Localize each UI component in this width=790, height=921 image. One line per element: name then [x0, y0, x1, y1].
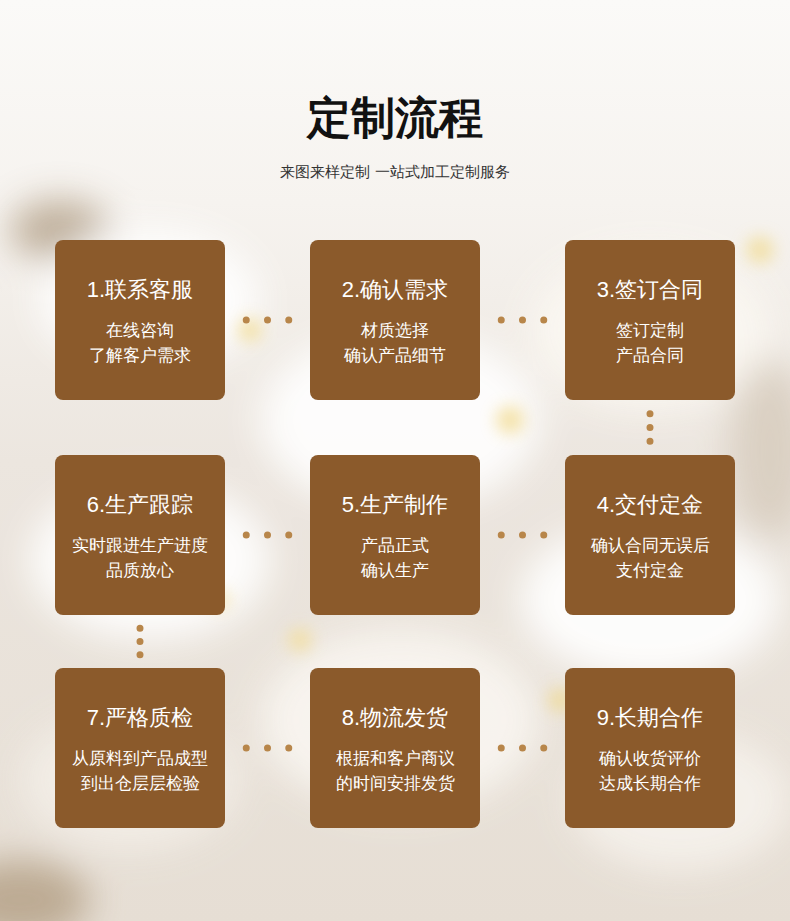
- step-description: 确认合同无误后 支付定金: [573, 533, 727, 583]
- step-description: 确认收货评价 达成长期合作: [573, 746, 727, 796]
- step-description: 从原料到产品成型 到出仓层层检验: [63, 746, 217, 796]
- step-description: 在线咨询 了解客户需求: [63, 318, 217, 368]
- dotted-connector: [480, 745, 565, 752]
- step-heading: 2.确认需求: [318, 276, 472, 304]
- step-description: 实时跟进生产进度 品质放心: [63, 533, 217, 583]
- process-box: 2.确认需求材质选择 确认产品细节: [310, 240, 480, 400]
- dotted-connector: [137, 615, 144, 668]
- subtitle-label: 来图来样定制 一站式加工定制服务: [0, 160, 790, 184]
- step-heading: 9.长期合作: [573, 704, 727, 732]
- step-heading: 4.交付定金: [573, 491, 727, 519]
- step-description: 材质选择 确认产品细节: [318, 318, 472, 368]
- dotted-connector: [225, 532, 310, 539]
- step-heading: 5.生产制作: [318, 491, 472, 519]
- dotted-connector: [480, 532, 565, 539]
- step-heading: 1.联系客服: [63, 276, 217, 304]
- process-box: 8.物流发货根据和客户商议 的时间安排发货: [310, 668, 480, 828]
- process-box: 1.联系客服在线咨询 了解客户需求: [55, 240, 225, 400]
- process-box: 4.交付定金确认合同无误后 支付定金: [565, 455, 735, 615]
- dotted-connector: [225, 745, 310, 752]
- step-heading: 8.物流发货: [318, 704, 472, 732]
- process-box: 3.签订合同签订定制 产品合同: [565, 240, 735, 400]
- process-box: 5.生产制作产品正式 确认生产: [310, 455, 480, 615]
- process-box: 9.长期合作确认收货评价 达成长期合作: [565, 668, 735, 828]
- dotted-connector: [225, 317, 310, 324]
- process-box: 6.生产跟踪实时跟进生产进度 品质放心: [55, 455, 225, 615]
- dotted-connector: [480, 317, 565, 324]
- step-description: 产品正式 确认生产: [318, 533, 472, 583]
- dotted-connector: [647, 400, 654, 455]
- step-description: 根据和客户商议 的时间安排发货: [318, 746, 472, 796]
- step-description: 签订定制 产品合同: [573, 318, 727, 368]
- step-heading: 6.生产跟踪: [63, 491, 217, 519]
- step-heading: 3.签订合同: [573, 276, 727, 304]
- diagram-title: 定制流程: [0, 86, 790, 150]
- process-box: 7.严格质检从原料到产品成型 到出仓层层检验: [55, 668, 225, 828]
- step-heading: 7.严格质检: [63, 704, 217, 732]
